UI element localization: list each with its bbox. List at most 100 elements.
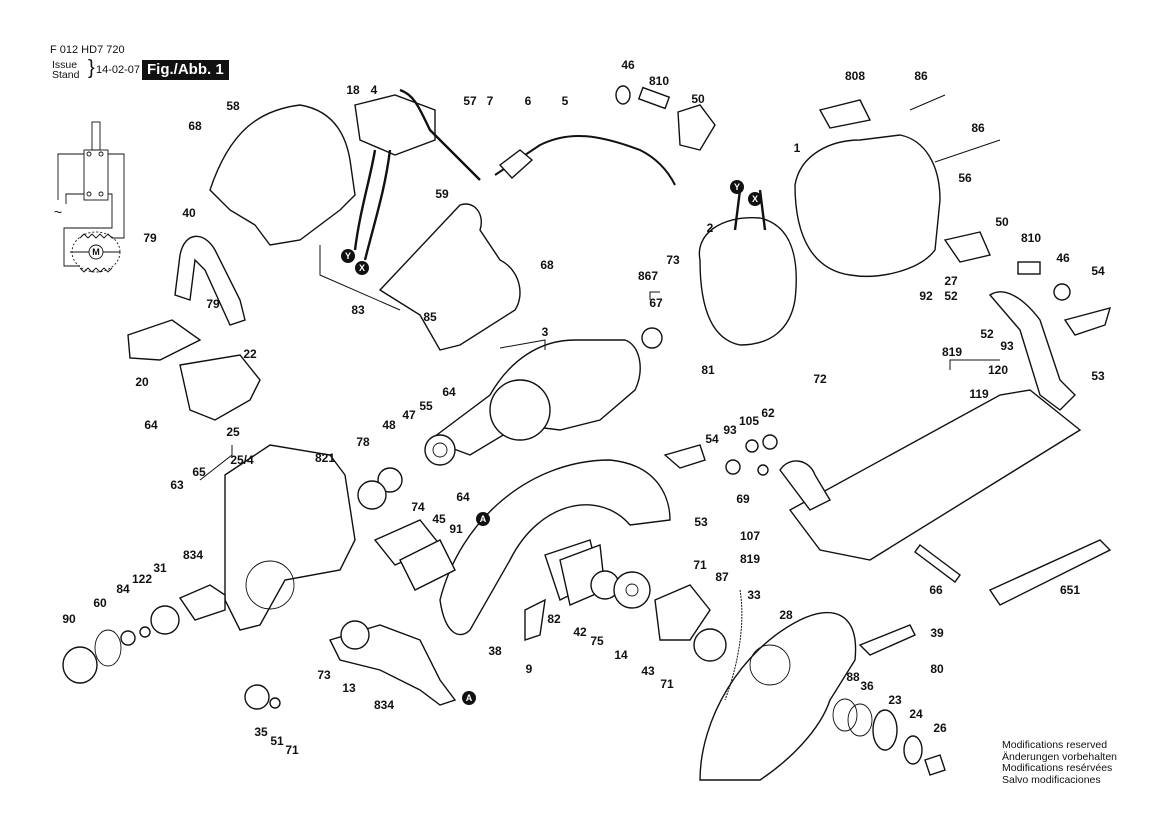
- part-label: 53: [694, 515, 708, 529]
- bevel-bracket: [988, 291, 1076, 411]
- part-label: 4: [370, 83, 378, 97]
- part-label: 87: [715, 570, 729, 584]
- part-label: 68: [540, 258, 554, 272]
- power-cable: [494, 135, 676, 186]
- part-label: 821: [314, 451, 336, 465]
- part-label: 9: [525, 662, 533, 676]
- part-label: 71: [660, 677, 674, 691]
- part-label: 84: [116, 582, 130, 596]
- flange-24: [903, 735, 923, 765]
- part-label: 6: [524, 94, 532, 108]
- part-label: 834: [373, 698, 395, 712]
- pinion-834: [178, 584, 226, 621]
- part-label: 64: [456, 490, 470, 504]
- marker-x: X: [748, 192, 762, 206]
- document-number: F 012 HD7 720: [50, 44, 125, 56]
- cover-plate-45: [399, 539, 456, 591]
- part-label: 60: [93, 596, 107, 610]
- switch: [354, 94, 436, 156]
- lever-39: [858, 624, 916, 656]
- housing-half-left: [209, 104, 356, 246]
- washer-62: [762, 434, 778, 450]
- part-label: 80: [930, 662, 944, 676]
- part-label: 808: [844, 69, 866, 83]
- label-9: [524, 598, 546, 641]
- brush-cap-right: [1053, 283, 1071, 301]
- part-label: 35: [254, 725, 268, 739]
- part-label: 69: [736, 492, 750, 506]
- issue-date: 14-02-07: [96, 64, 141, 76]
- part-label: 51: [270, 734, 284, 748]
- part-label: 105: [738, 414, 760, 428]
- part-label: 53: [1091, 369, 1105, 383]
- carbon-brush-right: [1017, 261, 1041, 275]
- marker-y: Y: [730, 180, 744, 194]
- part-label: 28: [779, 608, 793, 622]
- motor-housing: [794, 134, 941, 277]
- part-label: 48: [382, 418, 396, 432]
- part-label: 82: [547, 612, 561, 626]
- spring-33: [724, 589, 743, 701]
- bearing-78: [357, 480, 387, 510]
- part-label: 25/4: [230, 453, 254, 467]
- modifications-es: Salvo modificaciones: [1002, 773, 1101, 786]
- part-label: 23: [888, 693, 902, 707]
- part-label: 52: [980, 327, 994, 341]
- part-label: 13: [342, 681, 356, 695]
- part-label: 43: [641, 664, 655, 678]
- lever-54b: [663, 444, 706, 469]
- part-label: 62: [761, 406, 775, 420]
- part-label: 5: [561, 94, 569, 108]
- bearing-867: [641, 327, 663, 349]
- plug-90: [62, 646, 98, 684]
- issue-label-en: Issue: [52, 59, 78, 71]
- part-label: 90: [62, 612, 76, 626]
- part-label: 38: [488, 644, 502, 658]
- ring-36: [847, 703, 873, 737]
- flange-43: [654, 584, 711, 641]
- part-label: 63: [170, 478, 184, 492]
- part-label: 22: [243, 347, 257, 361]
- part-label: 55: [419, 399, 433, 413]
- part-label: 47: [402, 408, 416, 422]
- part-label: 651: [1059, 583, 1081, 597]
- motor-symbol: M: [92, 247, 100, 257]
- marker-x: X: [355, 261, 369, 275]
- part-label: 88: [846, 670, 860, 684]
- part-label: 83: [351, 303, 365, 317]
- ac-symbol: ~: [53, 204, 63, 220]
- part-label: 73: [666, 253, 680, 267]
- part-label: 40: [182, 206, 196, 220]
- part-label: 36: [860, 679, 874, 693]
- brush-holder-right: [943, 231, 991, 263]
- part-label: 54: [705, 432, 719, 446]
- washer-122: [139, 626, 151, 638]
- ring-88: [832, 698, 858, 732]
- brush-cap-top: [615, 85, 631, 105]
- seal-87: [693, 628, 727, 662]
- brush-holder-top: [677, 104, 716, 151]
- part-label: 3: [541, 325, 549, 339]
- cover-plate: [179, 354, 261, 421]
- part-label: 81: [701, 363, 715, 377]
- lower-blade-guard: [699, 611, 857, 781]
- modifications-fr: Modifications resérvées: [1002, 762, 1113, 774]
- part-label: 26: [933, 721, 947, 735]
- part-label: 50: [691, 92, 705, 106]
- part-label: 107: [739, 529, 761, 543]
- part-label: 86: [971, 121, 985, 135]
- part-label: 74: [411, 500, 425, 514]
- part-label: 79: [206, 297, 220, 311]
- part-label: 2: [706, 221, 714, 235]
- part-label: 810: [1020, 231, 1042, 245]
- part-label: 72: [813, 372, 827, 386]
- part-label: 75: [590, 634, 604, 648]
- part-label: 810: [648, 74, 670, 88]
- marker-y: Y: [341, 249, 355, 263]
- part-label: 18: [346, 83, 360, 97]
- part-label: 58: [226, 99, 240, 113]
- part-label: 56: [958, 171, 972, 185]
- nut-84: [120, 630, 136, 646]
- part-label: 39: [930, 626, 944, 640]
